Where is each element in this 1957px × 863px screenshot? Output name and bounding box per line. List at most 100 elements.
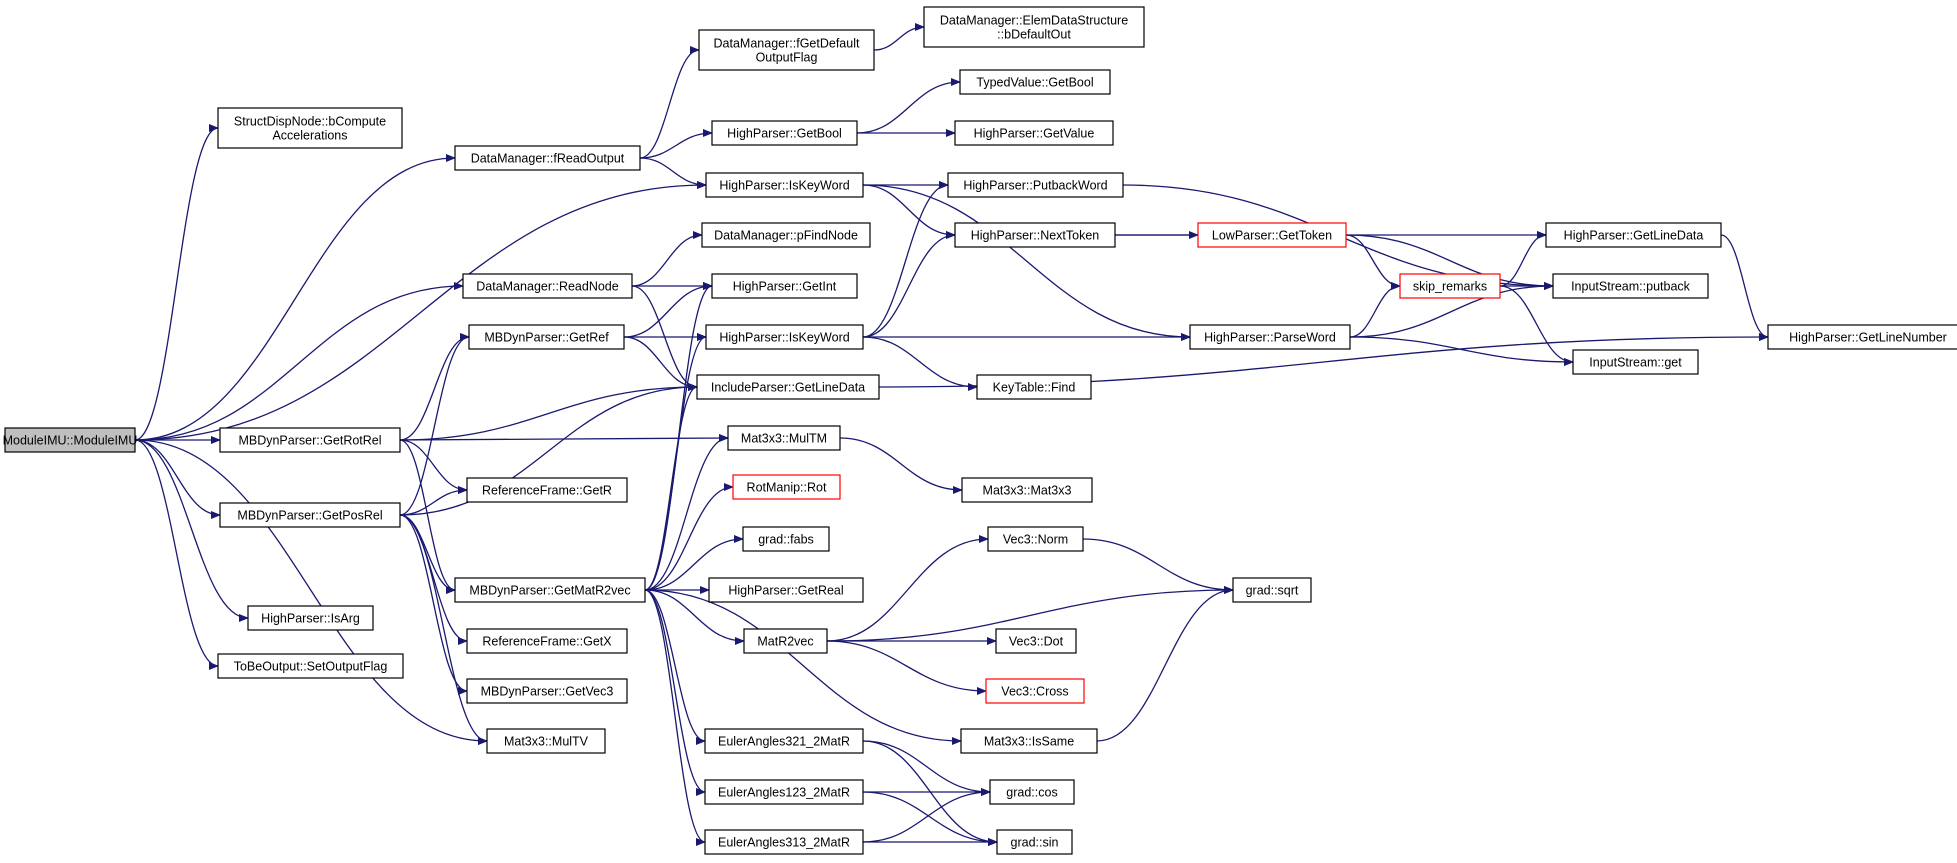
node-mbgpr[interactable]: MBDynParser::GetPosRel [219, 502, 401, 528]
node-box [704, 779, 864, 805]
node-mbgv3[interactable]: MBDynParser::GetVec3 [466, 678, 628, 704]
node-label: ReferenceFrame::GetR [482, 484, 612, 498]
node-dmrn[interactable]: DataManager::ReadNode [462, 273, 633, 299]
node-box [4, 427, 136, 453]
node-label: InputStream::get [1589, 356, 1682, 370]
edge-dmrn-to-dmpfn [631, 231, 703, 287]
node-box [468, 324, 625, 350]
node-dmeds[interactable]: DataManager::ElemDataStructure::bDefault… [923, 6, 1145, 48]
node-label: DataManager::ElemDataStructure [940, 14, 1128, 28]
node-m33mtm[interactable]: Mat3x3::MulTM [727, 425, 841, 451]
node-hpgi[interactable]: HighParser::GetInt [711, 273, 858, 299]
node-label: DataManager::fReadOutput [471, 152, 625, 166]
node-label: HighParser::IsKeyWord [719, 179, 849, 193]
edge-mbgpr-to-ipgld [399, 383, 698, 516]
node-box [923, 6, 1145, 48]
node-mbgmr[interactable]: MBDynParser::GetMatR2vec [454, 577, 646, 603]
node-hpgb[interactable]: HighParser::GetBool [711, 120, 858, 146]
node-label: DataManager::pFindNode [714, 229, 858, 243]
node-lpgt[interactable]: LowParser::GetToken [1197, 222, 1347, 248]
node-hpgln[interactable]: HighParser::GetLineNumber [1767, 324, 1957, 350]
node-dmpfn[interactable]: DataManager::pFindNode [701, 222, 871, 248]
node-ktf[interactable]: KeyTable::Find [976, 374, 1092, 400]
node-gfabs[interactable]: grad::fabs [742, 526, 830, 552]
node-box [466, 628, 628, 654]
node-isg[interactable]: InputStream::get [1572, 349, 1699, 375]
edge-m33mtm-to-m33m33 [839, 437, 963, 494]
node-gcos[interactable]: grad::cos [989, 779, 1075, 805]
node-hpikw1[interactable]: HighParser::IsKeyWord [705, 172, 864, 198]
node-label: RotManip::Rot [747, 481, 827, 495]
node-label: Mat3x3::IsSame [984, 735, 1074, 749]
node-hpia[interactable]: HighParser::IsArg [247, 605, 374, 631]
node-hpgr[interactable]: HighParser::GetReal [708, 577, 864, 603]
node-label: skip_remarks [1413, 280, 1487, 294]
node-ea123[interactable]: EulerAngles123_2MatR [704, 779, 864, 805]
edge-hpgb-to-tvgb [856, 78, 961, 134]
node-label: Accelerations [272, 129, 347, 143]
edge-mbgmr-to-ea321 [644, 589, 706, 745]
node-gsin[interactable]: grad::sin [996, 829, 1073, 855]
node-rfgr[interactable]: ReferenceFrame::GetR [466, 477, 628, 503]
node-box [247, 605, 374, 631]
node-ea313[interactable]: EulerAngles313_2MatR [704, 829, 864, 855]
edge-mbgrr-to-rfgr [399, 439, 468, 494]
node-label: EulerAngles123_2MatR [718, 786, 850, 800]
edge-dmfro-to-hpgb [639, 129, 713, 159]
node-ipgld[interactable]: IncludeParser::GetLineData [696, 374, 880, 400]
node-box [954, 120, 1114, 146]
node-hppbw[interactable]: HighParser::PutbackWord [947, 172, 1124, 198]
node-box [705, 324, 864, 350]
node-m33m33[interactable]: Mat3x3::Mat3x3 [961, 477, 1093, 503]
node-hpgv[interactable]: HighParser::GetValue [954, 120, 1114, 146]
edge-lpgt-to-ispb [1345, 234, 1554, 290]
node-rmrot[interactable]: RotManip::Rot [732, 474, 841, 500]
node-box [742, 526, 830, 552]
node-label: HighParser::ParseWord [1204, 331, 1336, 345]
edge-root-to-m33mtv [134, 439, 488, 745]
node-box [1189, 324, 1351, 350]
node-label: grad::sqrt [1246, 584, 1299, 598]
node-m33is[interactable]: Mat3x3::IsSame [960, 728, 1098, 754]
node-root[interactable]: ModuleIMU::ModuleIMU [3, 427, 138, 453]
node-hpikw2[interactable]: HighParser::IsKeyWord [705, 324, 864, 350]
node-skip[interactable]: skip_remarks [1399, 273, 1501, 299]
node-box [454, 577, 646, 603]
node-m33mtv[interactable]: Mat3x3::MulTV [486, 728, 606, 754]
node-label: MBDynParser::GetMatR2vec [469, 584, 630, 598]
node-hppw[interactable]: HighParser::ParseWord [1189, 324, 1351, 350]
node-label: EulerAngles313_2MatR [718, 836, 850, 850]
node-label: HighParser::GetValue [974, 127, 1095, 141]
node-box [1552, 273, 1709, 299]
node-label: HighParser::GetBool [727, 127, 842, 141]
node-mbgrr[interactable]: MBDynParser::GetRotRel [219, 427, 401, 453]
node-box [219, 502, 401, 528]
node-rfgx[interactable]: ReferenceFrame::GetX [466, 628, 628, 654]
node-v3dot[interactable]: Vec3::Dot [995, 628, 1077, 654]
node-dmfro[interactable]: DataManager::fReadOutput [454, 145, 641, 171]
node-tbo[interactable]: ToBeOutput::SetOutputFlag [217, 653, 404, 679]
node-box [1232, 577, 1312, 603]
node-mbgref[interactable]: MBDynParser::GetRef [468, 324, 625, 350]
node-box [486, 728, 606, 754]
node-hpgld[interactable]: HighParser::GetLineData [1545, 222, 1722, 248]
edge-mr2v-to-v3norm [826, 535, 989, 642]
node-ea321[interactable]: EulerAngles321_2MatR [704, 728, 864, 754]
node-v3norm[interactable]: Vec3::Norm [987, 526, 1084, 552]
node-label: grad::fabs [758, 533, 814, 547]
node-box [989, 779, 1075, 805]
node-gsqrt[interactable]: grad::sqrt [1232, 577, 1312, 603]
node-mr2v[interactable]: MatR2vec [743, 628, 828, 654]
node-label: MBDynParser::GetRef [484, 331, 609, 345]
node-box [985, 678, 1085, 704]
node-hpnt[interactable]: HighParser::NextToken [954, 222, 1116, 248]
edge-mbgpr-to-m33mtv [399, 514, 488, 745]
node-tvgb[interactable]: TypedValue::GetBool [959, 69, 1111, 95]
node-box [995, 628, 1077, 654]
node-ispb[interactable]: InputStream::putback [1552, 273, 1709, 299]
node-v3cross[interactable]: Vec3::Cross [985, 678, 1085, 704]
node-box [976, 374, 1092, 400]
